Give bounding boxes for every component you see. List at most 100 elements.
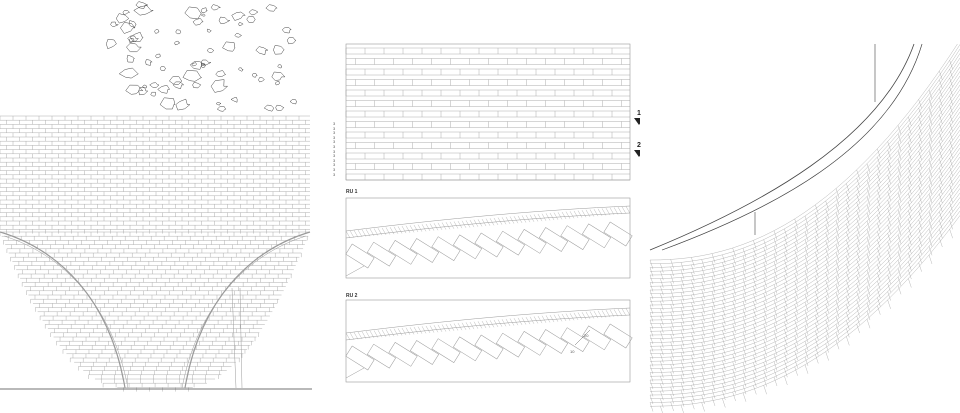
perspective-joint: [887, 141, 891, 151]
perspective-joint: [711, 313, 716, 324]
hatch-line: [469, 321, 475, 330]
perspective-joint: [711, 389, 716, 399]
perspective-joint: [846, 215, 850, 225]
hatch-line: [581, 210, 587, 218]
perspective-joint: [722, 398, 726, 408]
section-edge: [345, 265, 365, 277]
canopy-blob: [155, 53, 162, 59]
perspective-joint: [918, 211, 922, 221]
perspective-joint: [722, 300, 726, 310]
perspective-joint: [835, 244, 840, 254]
perspective-joint: [773, 261, 778, 271]
perspective-joint: [711, 253, 716, 263]
perspective-joint: [918, 125, 922, 135]
perspective-joint: [939, 176, 943, 186]
perspective-joint: [928, 194, 933, 204]
perspective-joint: [856, 202, 860, 212]
perspective-joint: [887, 166, 891, 176]
perspective-joint: [846, 280, 850, 290]
hatch-line: [553, 212, 559, 220]
perspective-joint: [939, 220, 943, 230]
parapet-outer-top: [649, 43, 915, 251]
perspective-joint: [680, 299, 685, 309]
dimension-line: [574, 329, 591, 346]
perspective-joint: [877, 223, 881, 233]
perspective-joint: [763, 254, 767, 265]
perspective-course: [649, 183, 960, 381]
canopy-blob: [125, 84, 144, 95]
hatch-line: [437, 324, 443, 332]
perspective-joint: [887, 199, 891, 209]
canopy-blob: [175, 98, 191, 111]
hatch-line: [545, 315, 551, 323]
canopy-blob: [135, 1, 148, 9]
hatch-line: [365, 229, 371, 237]
hatch-line: [481, 218, 487, 227]
section-brick: [603, 221, 633, 247]
section-marker-1-label: 1: [637, 110, 641, 117]
hatch-line: [505, 216, 511, 225]
hatch-line: [581, 312, 587, 320]
perspective-joint: [908, 218, 912, 229]
hatch-line: [525, 215, 531, 223]
perspective-joint: [928, 211, 933, 221]
perspective-joint: [794, 288, 798, 298]
canopy-blob: [286, 36, 297, 45]
perspective-joint: [949, 202, 953, 212]
perspective-joint: [722, 375, 726, 385]
funnel-left-edge: [0, 231, 126, 389]
perspective-joint: [928, 150, 933, 160]
perspective-joint: [701, 357, 705, 367]
perspective-joint: [763, 377, 767, 387]
perspective-joint: [897, 243, 902, 253]
perspective-joint: [660, 323, 664, 333]
perspective-joint: [939, 185, 943, 195]
perspective-joint: [763, 262, 767, 272]
perspective-joint: [939, 132, 943, 142]
canopy-blob: [275, 104, 285, 112]
perspective-joint: [691, 400, 695, 410]
perspective-joint: [815, 291, 819, 301]
perspective-joint: [928, 228, 933, 238]
section-brick: [388, 240, 418, 265]
perspective-joint: [753, 377, 757, 387]
perspective-joint: [784, 244, 788, 254]
hatch-line: [597, 208, 603, 216]
perspective-joint: [711, 306, 716, 316]
perspective-joint: [866, 302, 871, 312]
hatch-line: [625, 308, 631, 316]
perspective-joint: [825, 327, 829, 337]
canopy-blob: [281, 27, 292, 34]
perspective-joint: [670, 274, 674, 284]
perspective-joint: [835, 308, 840, 318]
perspective-joint: [804, 333, 809, 343]
canopy-blob: [129, 31, 144, 42]
perspective-joint: [804, 325, 809, 335]
perspective-joint: [773, 353, 778, 363]
perspective-joint: [660, 353, 664, 363]
hatch-line: [393, 226, 399, 234]
perspective-joint: [753, 347, 757, 357]
perspective-joint: [660, 376, 664, 386]
perspective-joint: [877, 264, 881, 274]
perspective-joint: [897, 226, 902, 236]
perspective-joint: [722, 383, 726, 393]
course-label: 3: [333, 125, 336, 131]
perspective-joint: [908, 142, 912, 152]
canopy-blob: [238, 67, 244, 72]
perspective-joint: [846, 247, 850, 257]
perspective-joint: [773, 253, 778, 263]
perspective-joint: [732, 308, 736, 318]
perspective-joint: [794, 218, 798, 228]
perspective-joint: [701, 297, 705, 307]
hatch-line: [433, 223, 439, 231]
perspective-joint: [763, 270, 767, 280]
perspective-joint: [908, 167, 912, 178]
perspective-joint: [794, 358, 798, 368]
canopy-blob: [192, 82, 202, 89]
perspective-joint: [680, 359, 685, 370]
perspective-joint: [691, 355, 695, 365]
perspective-joint: [711, 381, 716, 391]
funnel-bricks: [0, 231, 310, 392]
perspective-joint: [804, 317, 809, 327]
